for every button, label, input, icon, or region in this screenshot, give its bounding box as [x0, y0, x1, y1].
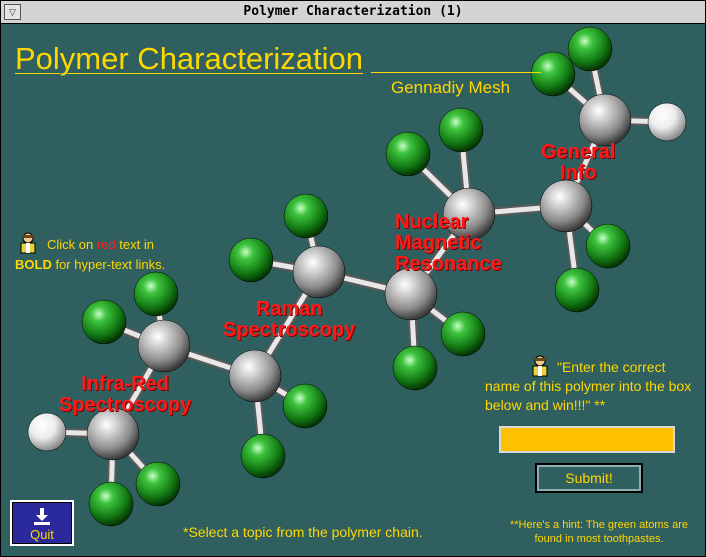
carbon-atom [384, 267, 438, 321]
carbon-atom [292, 245, 346, 299]
fluorine-atom [392, 345, 438, 391]
author-name: Gennadiy Mesh [391, 78, 511, 97]
general-line1: General [541, 141, 616, 163]
raman-line1: Raman [255, 298, 323, 320]
select-topic-note: *Select a topic from the polymer chain. [183, 524, 423, 540]
raman-line2: Spectroscopy [223, 319, 356, 341]
fluorine-atom [567, 26, 613, 72]
general-line2: Info [559, 162, 597, 184]
fluorine-atom [554, 267, 600, 313]
fluorine-atom [228, 237, 274, 283]
topic-link-infrared[interactable]: Infra-Red Spectroscopy [59, 374, 191, 416]
nmr-line1: Nuclear [395, 211, 469, 233]
quit-button[interactable]: Quit [10, 500, 74, 546]
hydrogen-atom [647, 102, 687, 142]
hydrogen-atom [27, 412, 67, 452]
carbon-atom [137, 319, 191, 373]
fluorine-atom [440, 311, 486, 357]
fluorine-atom [240, 433, 286, 479]
fluorine-atom [385, 131, 431, 177]
title-underline [371, 72, 541, 73]
fluorine-atom [585, 223, 631, 269]
carbon-atom [539, 179, 593, 233]
contest-prompt-text: "Enter the correct name of this polymer … [485, 359, 692, 413]
nmr-line2: Magnetic [395, 232, 482, 254]
instructions-red-word: red [96, 237, 116, 252]
title-bar: ▽ Polymer Characterization (1) [1, 1, 705, 24]
infrared-line1: Infra-Red [81, 373, 170, 395]
fluorine-atom [283, 193, 329, 239]
fluorine-atom [282, 383, 328, 429]
topic-link-general-info[interactable]: General Info [541, 142, 615, 184]
nmr-line3: Resonance [395, 253, 502, 275]
fluorine-atom [133, 271, 179, 317]
molecule-graphic [27, 26, 687, 527]
carbon-atom [578, 93, 632, 147]
hint-note: **Here's a hint: The green atoms are fou… [510, 519, 688, 545]
quit-icon [34, 507, 50, 525]
window-title: Polymer Characterization (1) [243, 4, 463, 19]
carbon-atom [228, 349, 282, 403]
infrared-line2: Spectroscopy [59, 394, 192, 416]
instructions-bold-word: BOLD [15, 257, 52, 272]
instructions-part1: Click on [47, 237, 97, 252]
topic-link-nmr[interactable]: Nuclear Magnetic Resonance [395, 212, 502, 275]
main-canvas: Polymer Characterization Gennadiy Mesh C… [1, 24, 705, 556]
submit-button[interactable]: Submit! [535, 463, 643, 493]
contest-prompt: "Enter the correct name of this polymer … [485, 355, 695, 415]
fluorine-atom [135, 461, 181, 507]
instructions-text: Click on red text in BOLD for hyper-text… [15, 232, 175, 275]
topic-link-raman[interactable]: Raman Spectroscopy [223, 299, 355, 341]
polymer-name-input[interactable] [499, 426, 675, 453]
instructions-part2: text in [115, 237, 154, 252]
fluorine-atom [88, 481, 134, 527]
fluorine-atom [81, 299, 127, 345]
fluorine-atom [530, 51, 576, 97]
page-title: Polymer Characterization [15, 41, 364, 76]
person-icon [532, 355, 548, 377]
quit-label: Quit [30, 526, 54, 542]
window-menu-icon[interactable]: ▽ [4, 4, 21, 20]
carbon-atom [86, 407, 140, 461]
carbon-atom [442, 187, 496, 241]
instructions-part3: for hyper-text links. [51, 257, 166, 272]
person-icon [20, 232, 36, 254]
fluorine-atom [438, 107, 484, 153]
